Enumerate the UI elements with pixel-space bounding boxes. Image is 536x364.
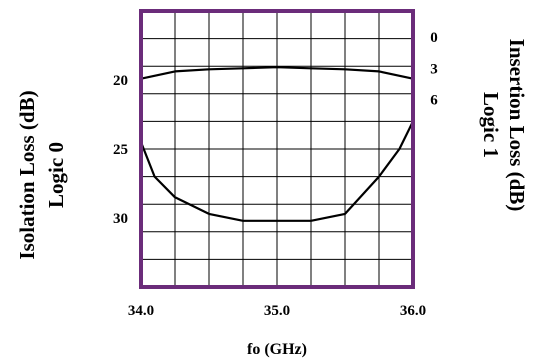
left-axis-label-line1: Isolation Loss (dB) (15, 90, 39, 259)
series-line-isolation-loss (139, 120, 414, 222)
right-tick-label: 6 (430, 93, 438, 109)
series-lines (139, 66, 414, 222)
grid (141, 11, 413, 287)
x-axis-label: fo (GHz) (247, 341, 307, 358)
tick-labels: 34.0 35.0 36.0 20 25 30 0 3 6 (113, 30, 438, 319)
left-tick-label: 25 (113, 142, 128, 158)
series-line-insertion-loss (140, 66, 414, 80)
x-tick-label: 35.0 (264, 303, 290, 319)
x-tick-label: 36.0 (400, 303, 426, 319)
right-axis-label-line2: Logic 1 (479, 92, 503, 158)
x-tick-label: 34.0 (128, 303, 154, 319)
left-tick-label: 30 (113, 211, 128, 227)
left-tick-label: 20 (113, 73, 128, 89)
left-axis-label-line2: Logic 0 (44, 142, 68, 208)
right-tick-label: 3 (430, 61, 438, 77)
right-axis-label-line1: Insertion Loss (dB) (505, 39, 529, 212)
plot-frame (139, 9, 415, 289)
right-tick-label: 0 (430, 30, 438, 46)
